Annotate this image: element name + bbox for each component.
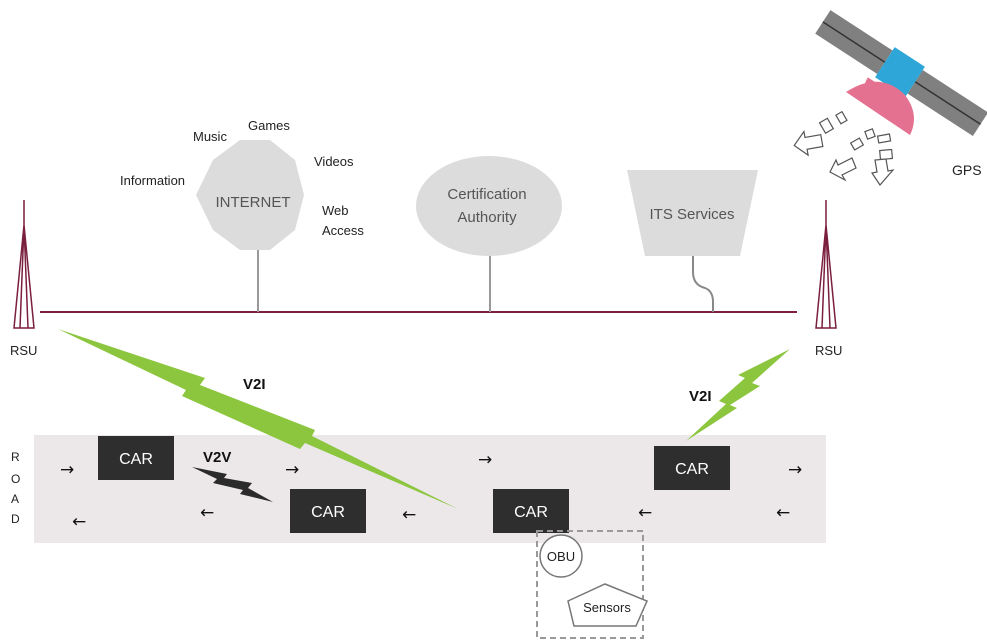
certification-authority-line1: Certification <box>447 186 526 203</box>
internet-label: INTERNET <box>216 194 291 211</box>
tower-icon <box>13 200 35 329</box>
v2i-right-label: V2I <box>689 388 712 405</box>
service-music: Music <box>193 129 227 144</box>
svg-text:CAR: CAR <box>514 504 548 521</box>
sensors-node <box>567 583 648 627</box>
service-games: Games <box>248 118 290 133</box>
obu-node <box>539 534 583 578</box>
satellite-icon <box>793 10 987 186</box>
v2i-right-lightning <box>686 349 790 441</box>
right-arrow-icon: → <box>788 460 802 480</box>
car: CAR <box>290 489 366 533</box>
v2v-label: V2V <box>203 449 231 466</box>
left-arrow-icon: ← <box>72 512 86 532</box>
left-arrow-icon: ← <box>638 503 652 523</box>
service-web: Web <box>322 203 349 218</box>
road-letter: D <box>11 512 20 526</box>
car: CAR <box>493 489 569 533</box>
road-letters: R O A D <box>11 450 20 526</box>
v2i-left-lightning <box>58 329 458 509</box>
road-letter: A <box>11 492 19 506</box>
certification-authority-node <box>416 156 562 312</box>
right-arrow-icon: → <box>60 460 74 480</box>
v2v-lightning <box>192 467 273 502</box>
obu-sensors-box <box>536 530 644 639</box>
v2i-left-label: V2I <box>243 376 266 393</box>
car: CAR <box>98 436 174 480</box>
service-videos: Videos <box>314 154 354 169</box>
car: CAR <box>654 446 730 490</box>
signal-arrow-icon <box>793 110 895 186</box>
tower-icon <box>815 200 837 329</box>
road-letter: O <box>11 472 20 486</box>
svg-text:CAR: CAR <box>311 504 345 521</box>
svg-text:CAR: CAR <box>675 461 709 478</box>
right-arrow-icon: → <box>285 460 299 480</box>
svg-text:CAR: CAR <box>119 451 153 468</box>
sensors-label: Sensors <box>583 600 631 615</box>
service-access: Access <box>322 223 364 238</box>
its-services-node <box>627 170 758 312</box>
obu-label: OBU <box>547 549 575 564</box>
certification-authority-line2: Authority <box>457 209 517 226</box>
road-letter: R <box>11 450 20 464</box>
rsu-right-label: RSU <box>815 343 842 358</box>
left-arrow-icon: ← <box>402 505 416 525</box>
left-arrow-icon: ← <box>200 503 214 523</box>
rsu-left-label: RSU <box>10 343 37 358</box>
service-information: Information <box>120 173 185 188</box>
right-arrow-icon: → <box>478 450 492 470</box>
gps-label: GPS <box>952 162 982 178</box>
its-services-label: ITS Services <box>649 206 734 223</box>
internet-node <box>196 140 304 312</box>
left-arrow-icon: ← <box>776 503 790 523</box>
